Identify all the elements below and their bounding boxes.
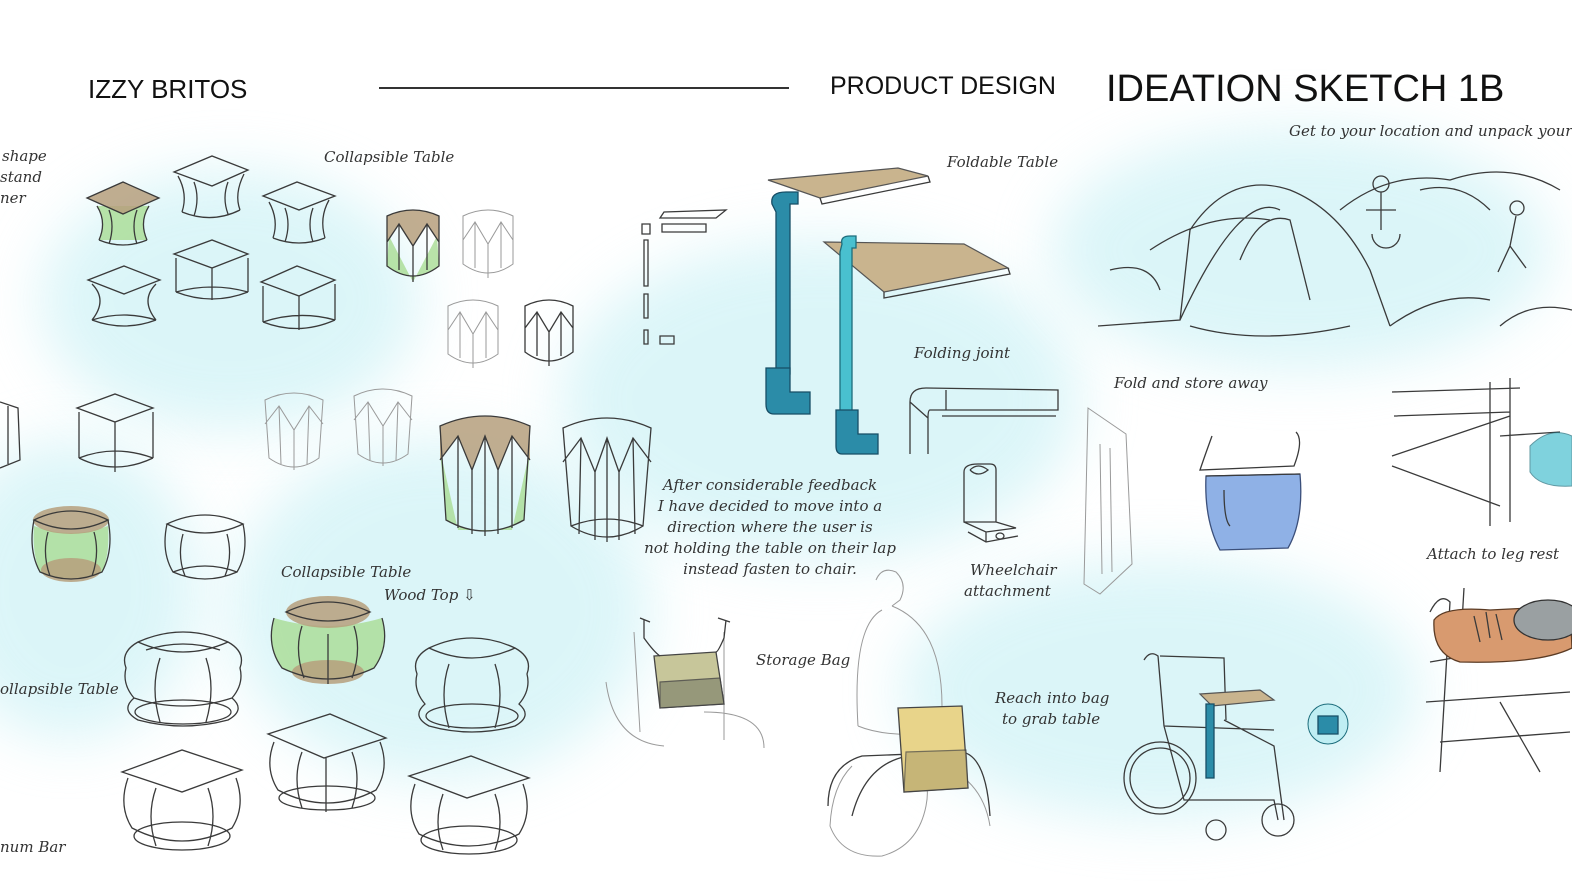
stool-sketch-green — [85, 178, 161, 248]
folding-joint-sketch — [906, 382, 1062, 458]
folded-table-sketch — [1080, 404, 1138, 600]
wheelchair-frame-sketch — [1390, 376, 1572, 526]
storage-bag-label: Storage Bag — [756, 651, 851, 669]
stool-sketch — [261, 178, 337, 248]
wheelchair-with-table-sketch — [1124, 650, 1352, 844]
shape-note-line3: ner — [0, 189, 26, 207]
pumpkin-table — [411, 634, 533, 730]
collapsible-table-label-2: Collapsible Table — [281, 563, 412, 581]
collapsible-table-label-left: ollapsible Table — [0, 680, 119, 698]
bag-blue-sketch — [1184, 430, 1308, 554]
header-divider — [379, 87, 789, 89]
pumpkin-table-square-top — [264, 712, 390, 814]
pumpkin-table — [120, 628, 246, 726]
wood-top-label: Wood Top ⇩ — [384, 586, 476, 604]
storage-bag-sketch — [604, 612, 770, 752]
shape-note-line2: stand — [0, 168, 42, 186]
person-reaching-bag-sketch — [822, 566, 996, 860]
watercolor-wash — [0, 440, 200, 740]
round-stool-green — [28, 506, 114, 582]
faceted-stool — [261, 388, 327, 474]
wheelchair-attachment-line1: Wheelchair — [970, 561, 1057, 579]
faceted-stool — [459, 206, 517, 282]
reach-bag-line1: Reach into bag — [995, 689, 1110, 707]
faceted-stool-large — [557, 412, 657, 546]
author-name: IZZY BRITOS — [88, 74, 248, 104]
folding-joint-label: Folding joint — [914, 344, 1011, 362]
stool-sketch — [86, 262, 162, 330]
stool-sketch — [172, 152, 250, 222]
fold-store-label: Fold and store away — [1114, 374, 1268, 392]
collapsible-table-label: Collapsible Table — [324, 148, 455, 166]
page-title: IDEATION SKETCH 1B — [1106, 68, 1505, 110]
feedback-line: instead fasten to chair. — [683, 560, 857, 578]
wheelchair-attachment-sketch — [956, 462, 1020, 562]
foldable-table-sketch — [760, 164, 1020, 460]
pumpkin-table-square-top — [120, 748, 244, 854]
feedback-line: not holding the table on their lap — [644, 539, 896, 557]
feedback-paragraph: After considerable feedback I have decid… — [640, 475, 900, 580]
faceted-stool — [350, 384, 416, 470]
stool-sketch — [259, 262, 337, 336]
faceted-stool — [444, 296, 502, 372]
stool-sketch-partial — [0, 396, 24, 472]
attach-leg-rest-label: Attach to leg rest — [1427, 545, 1560, 563]
wheelchair-attachment-line2: attachment — [964, 582, 1051, 600]
stool-sketch — [73, 392, 157, 476]
exploded-parts-sketch — [638, 206, 730, 350]
feedback-line: direction where the user is — [667, 518, 873, 536]
tent-scene-sketch — [1090, 150, 1572, 340]
faceted-stool-green-large — [434, 410, 536, 540]
get-to-location-label: Get to your location and unpack your t — [1289, 122, 1572, 140]
watercolor-wash — [900, 560, 1420, 820]
feedback-line: After considerable feedback — [662, 476, 878, 494]
leg-rest-table-sketch — [1420, 582, 1572, 774]
watercolor-wash — [560, 240, 1080, 560]
pumpkin-table-square-top — [407, 754, 531, 858]
reach-bag-line2: to grab table — [1002, 710, 1101, 728]
faceted-stool-green — [383, 206, 443, 282]
pumpkin-table-green — [266, 596, 390, 684]
foldable-table-label: Foldable Table — [947, 153, 1059, 171]
feedback-line: I have decided to move into a — [657, 497, 883, 515]
round-stool — [163, 506, 247, 584]
stool-sketch — [172, 236, 250, 308]
shape-note-line1: shape — [2, 147, 47, 165]
category-label: PRODUCT DESIGN — [830, 72, 1056, 100]
aluminum-bar-label: num Bar — [0, 838, 66, 856]
watercolor-wash — [1050, 130, 1550, 370]
faceted-stool — [521, 296, 577, 370]
